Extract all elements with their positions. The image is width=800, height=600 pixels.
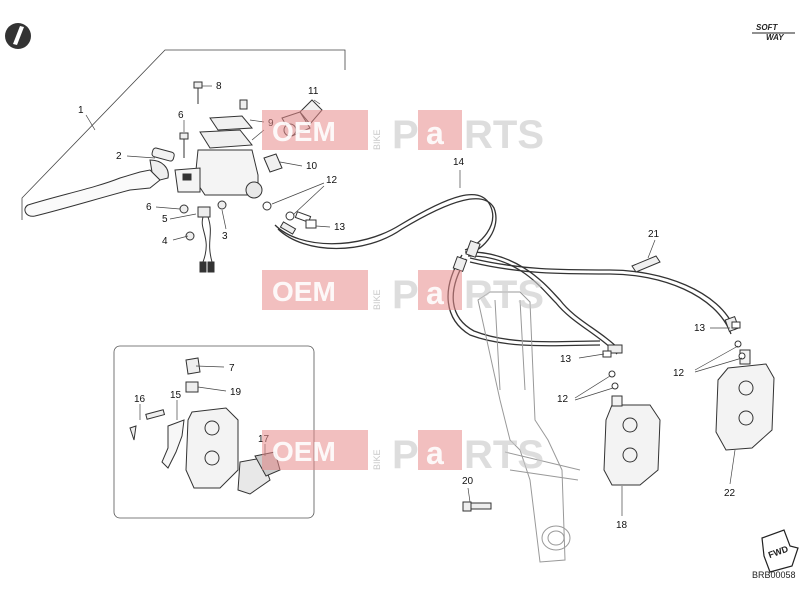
fork-leg-outline (477, 291, 581, 563)
svg-text:RTS: RTS (464, 113, 544, 157)
svg-text:RTS: RTS (464, 273, 544, 317)
callout-3: 3 (222, 231, 228, 242)
brake-switch-part (179, 200, 227, 273)
svg-text:P: P (392, 433, 419, 477)
callout-7: 7 (229, 363, 235, 374)
callout-13-middle: 13 (560, 354, 572, 365)
callout-12-right: 12 (673, 368, 685, 379)
callout-6-upper: 6 (178, 110, 184, 121)
inset-bracket-part (161, 419, 185, 469)
callout-20: 20 (462, 476, 474, 487)
brand-emblem-icon (5, 23, 31, 49)
inset-caliper-part (185, 407, 239, 489)
callout-12-middle: 12 (557, 394, 569, 405)
callout-18: 18 (616, 520, 628, 531)
caliper-mount-bolt-part (462, 501, 492, 512)
cap-screw-part (193, 81, 203, 104)
drawing-code: BRB00058 (752, 570, 796, 580)
svg-text:a: a (426, 435, 444, 471)
svg-text:OEM: OEM (272, 116, 336, 147)
svg-text:BIKE: BIKE (372, 289, 382, 310)
svg-text:BIKE: BIKE (372, 449, 382, 470)
callout-5: 5 (162, 214, 168, 225)
svg-text:OEM: OEM (272, 436, 336, 467)
callout-14: 14 (453, 157, 465, 168)
callout-4: 4 (162, 236, 168, 247)
callout-1: 1 (78, 105, 84, 116)
screw-upper-part (179, 132, 189, 158)
watermark-bottom: OEM BIKE P a RTS (262, 430, 544, 477)
callout-2: 2 (116, 151, 122, 162)
svg-text:P: P (392, 113, 419, 157)
svg-text:BIKE: BIKE (372, 129, 382, 150)
rubber-cap-part (263, 153, 283, 173)
watermark-top: OEM BIKE P a RTS (262, 110, 544, 157)
callout-16: 16 (134, 394, 146, 405)
logo-line1: SOFT (756, 23, 778, 32)
washer-set-upper (262, 201, 317, 229)
master-cylinder-part (174, 149, 263, 199)
svg-text:a: a (426, 115, 444, 151)
leader-lines (85, 85, 743, 516)
assembly-bracket-1 (21, 49, 346, 220)
front-caliper-left-part (715, 349, 775, 451)
callout-21: 21 (648, 229, 660, 240)
reservoir-cap-part (199, 99, 254, 149)
washer-set-lower (602, 321, 746, 390)
forward-arrow-icon: FWD (761, 529, 799, 573)
bleed-valve-part (185, 357, 201, 393)
callout-22: 22 (724, 488, 736, 499)
svg-text:OEM: OEM (272, 276, 336, 307)
inset-pin-part (129, 409, 166, 441)
callout-15: 15 (170, 390, 182, 401)
svg-text:a: a (426, 275, 444, 311)
callout-11: 11 (308, 86, 319, 97)
brake-lever-part (24, 159, 169, 217)
watermark-middle: OEM BIKE P a RTS (262, 270, 544, 317)
callout-6-lower: 6 (146, 202, 152, 213)
callout-12-upper: 12 (326, 175, 338, 186)
svg-text:RTS: RTS (464, 433, 544, 477)
front-caliper-right-part (603, 395, 661, 486)
callout-13-upper: 13 (334, 222, 346, 233)
logo-line2: WAY (766, 33, 784, 42)
softway-logo: SOFT WAY (752, 23, 795, 42)
callout-10: 10 (306, 161, 318, 172)
callout-13-right: 13 (694, 323, 706, 334)
callout-8: 8 (216, 81, 222, 92)
hose-clamp-part (631, 255, 661, 273)
callout-19: 19 (230, 387, 242, 398)
svg-text:P: P (392, 273, 419, 317)
pivot-bolt-part (151, 147, 175, 162)
